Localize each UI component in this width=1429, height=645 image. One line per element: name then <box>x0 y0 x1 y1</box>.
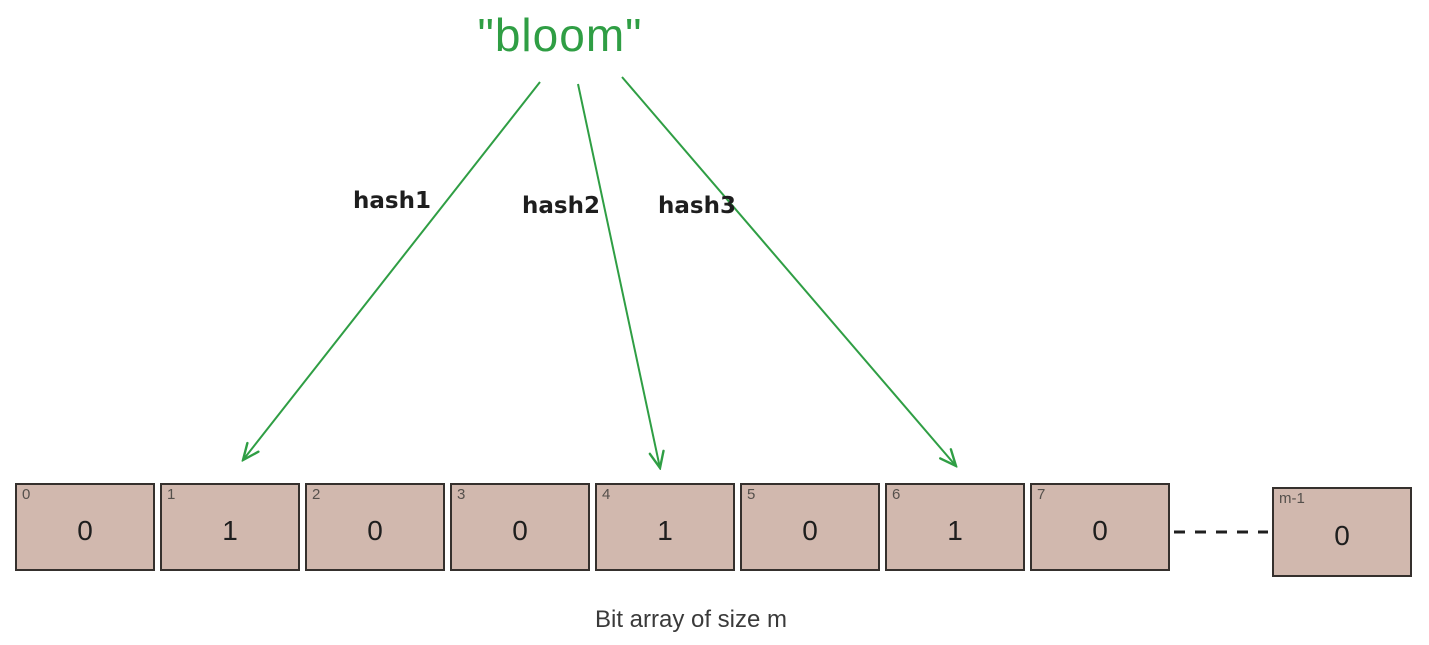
bit-cell-7: 7 0 <box>1030 483 1170 571</box>
cell-value: 0 <box>512 515 528 546</box>
bit-cell-4: 4 1 <box>595 483 735 571</box>
bit-cell-1: 1 1 <box>160 483 300 571</box>
bit-array-caption: Bit array of size m <box>594 606 788 633</box>
hash2-arrow <box>577 83 660 468</box>
cell-index: 5 <box>747 486 756 503</box>
cell-value: 0 <box>1334 520 1350 551</box>
cell-index: 4 <box>602 486 611 503</box>
bit-cell-5: 5 0 <box>740 483 880 571</box>
bit-cell-0: 0 0 <box>15 483 155 571</box>
bit-cell-3: 3 0 <box>450 483 590 571</box>
hash1-arrow <box>243 81 541 460</box>
cell-index: m-1 <box>1279 490 1305 507</box>
cell-index: 7 <box>1037 486 1046 503</box>
cell-index: 6 <box>892 486 901 503</box>
hash3-label: hash3 <box>658 193 736 219</box>
cell-value: 0 <box>802 515 818 546</box>
cell-value: 0 <box>1092 515 1108 546</box>
bit-cell-2: 2 0 <box>305 483 445 571</box>
hash2-label: hash2 <box>522 193 600 219</box>
bit-cell-6: 6 1 <box>885 483 1025 571</box>
hash1-label: hash1 <box>353 188 431 214</box>
bit-cell-m-1: m-1 0 <box>1272 487 1412 577</box>
cell-index: 0 <box>22 486 31 503</box>
cell-index: 2 <box>312 486 321 503</box>
cell-index: 1 <box>167 486 176 503</box>
hash3-arrow <box>621 76 956 466</box>
input-word-title: "bloom" <box>477 9 643 61</box>
cell-value: 0 <box>77 515 93 546</box>
cell-value: 1 <box>947 515 963 546</box>
cell-value: 0 <box>367 515 383 546</box>
cell-index: 3 <box>457 486 466 503</box>
cell-value: 1 <box>222 515 238 546</box>
cell-value: 1 <box>657 515 673 546</box>
